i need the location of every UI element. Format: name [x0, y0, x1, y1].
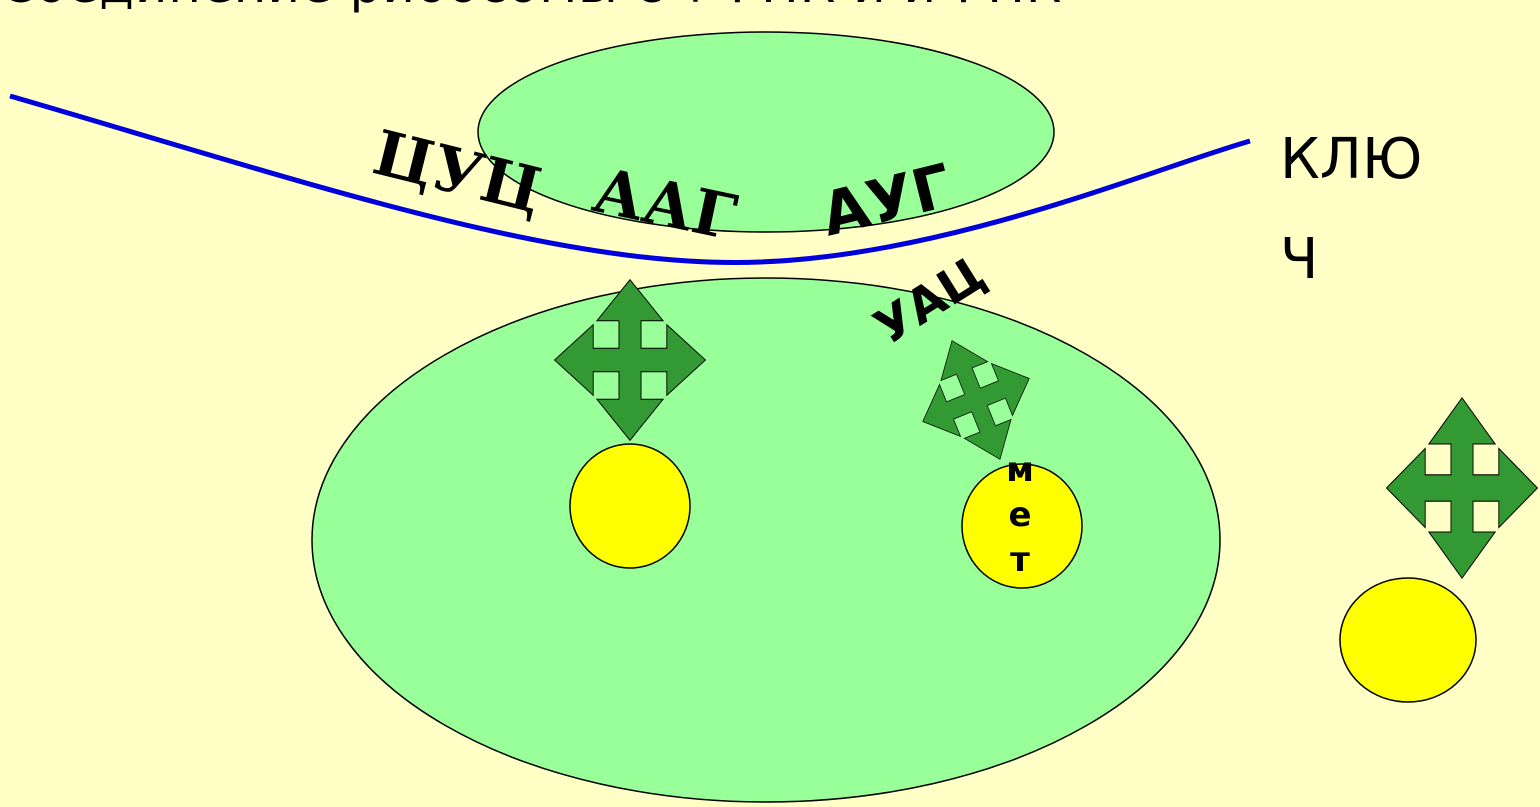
amino-acid-circle-met	[961, 463, 1083, 589]
mrna-label-line1: КЛЮ	[1280, 127, 1423, 192]
amino-acid-letter: е	[1008, 495, 1032, 535]
mrna-strand	[9, 93, 1251, 265]
small-subunit	[477, 31, 1055, 233]
slide-title: Соединение рибосомы с т-РНК и и-РНК	[0, 0, 1062, 14]
amino-acid-circle	[569, 443, 691, 569]
mrna-label-line2: Ч	[1280, 227, 1319, 292]
four-way-arrow-icon	[1386, 397, 1538, 579]
large-subunit	[311, 277, 1221, 803]
mrna-label: КЛЮ Ч	[1280, 110, 1460, 310]
amino-acid-letter: м	[1006, 450, 1034, 490]
amino-acid-label: м е т	[1000, 448, 1040, 583]
amino-acid-circle	[1339, 577, 1477, 703]
amino-acid-letter: т	[1010, 540, 1030, 580]
